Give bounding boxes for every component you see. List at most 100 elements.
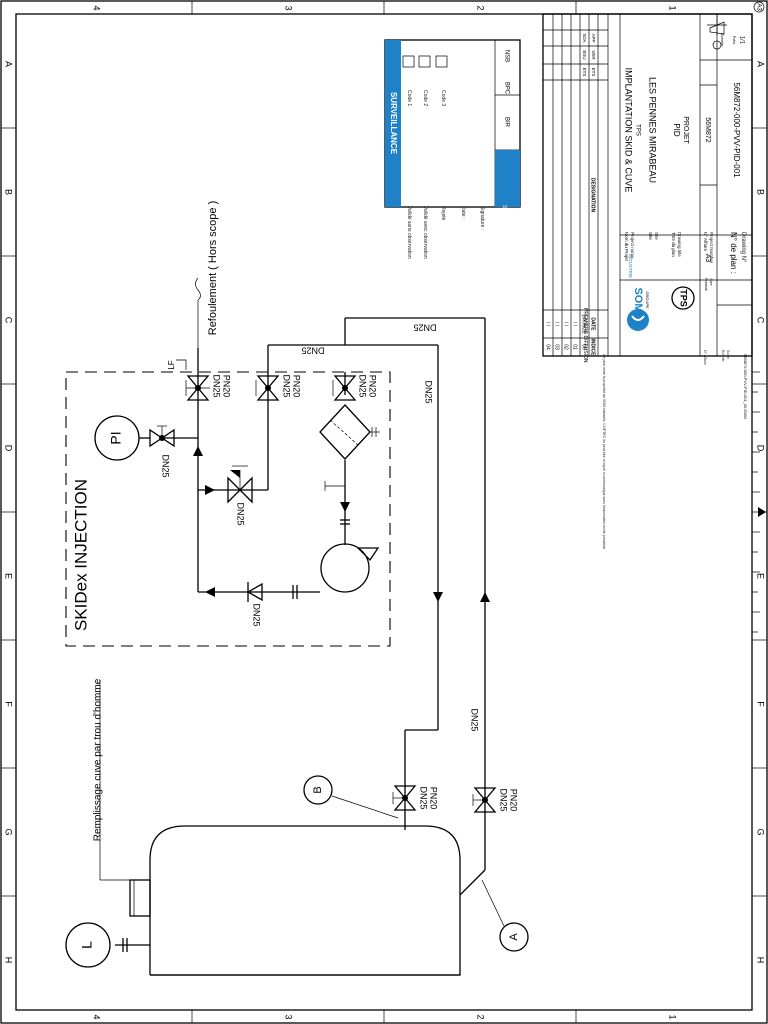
level-indicator-icon (65, 922, 111, 968)
scale-ruler (751, 370, 760, 650)
skid-title: SKIDex INJECTION (71, 479, 90, 631)
pn-label: PN20 (368, 375, 378, 398)
callout-a-label: A (508, 933, 520, 941)
valve-pump-line (332, 375, 357, 401)
surveillance-header-bg (385, 40, 401, 207)
echelle-mini-label: Echelle (721, 350, 725, 362)
project-name: IMPLANTATION SKID & CUVE (624, 68, 634, 193)
statut-value: NSB (503, 50, 509, 62)
pn-label: PN20 (509, 789, 519, 812)
frame-letter-right: E (756, 573, 766, 579)
flow-arrow-icon (433, 592, 443, 602)
callout-b-leader (331, 795, 399, 819)
corner-mark: A3 (755, 3, 761, 11)
dn-label: DN25 (301, 346, 324, 356)
company-name: SOM (632, 287, 644, 312)
statut-label: Statut de la dernière révision (501, 205, 507, 269)
pi-label: PI (108, 431, 124, 444)
code-checkbox[interactable] (435, 55, 448, 68)
dn-label: DN25 (161, 454, 171, 477)
corner-mark-circle (753, 1, 765, 13)
dn-label: DN25 (413, 323, 436, 333)
code-checkbox[interactable] (402, 55, 415, 68)
folio-value: 1/1 (738, 36, 744, 45)
frame-number-bottom: 1 (668, 1014, 678, 1019)
code-checkbox[interactable] (418, 55, 431, 68)
statut-value: BIR (503, 117, 509, 128)
frame-number-bottom: 3 (284, 1014, 294, 1019)
frame-number-top: 2 (476, 5, 486, 10)
rev-header-indice: INDICE (590, 339, 596, 357)
frame-letter-right: H (756, 957, 766, 964)
frame-letter-right: F (756, 701, 766, 707)
callout-a-leader (481, 879, 505, 927)
valve-discharge (185, 375, 210, 401)
remplissage-label: Remplissage cuve par trou d'homme (93, 678, 104, 841)
pn-label: PN20 (222, 375, 232, 398)
plan-label-en: Drawing N° (740, 232, 746, 263)
flow-arrow-icon (340, 502, 350, 512)
frame-letter-right: G (756, 828, 766, 835)
code-label: Code 2 (422, 90, 428, 106)
echelle-label: Echelle (720, 33, 725, 47)
frame-number-top: 3 (284, 5, 294, 10)
format-label-en: Size (709, 278, 714, 287)
surveillance-row: Validé sans observation (406, 206, 412, 259)
frame-letter-left: E (4, 573, 14, 579)
rev-date: / / (554, 322, 560, 327)
company-industrie: INDUSTRIE (628, 254, 633, 278)
rev-index: 03 (554, 344, 560, 350)
dn-label: DN25 (470, 708, 480, 731)
valve-relief-line (255, 375, 280, 401)
relief-valve-icon (227, 465, 253, 504)
code-label: Code 3 (440, 90, 446, 106)
rev-col-ets: ETS (591, 68, 596, 77)
callout-b-label: B (312, 786, 324, 793)
frame-number-top: 1 (668, 5, 678, 10)
break-line (195, 277, 201, 301)
rev-index: 00 (581, 344, 587, 350)
dn-label: DN25 (212, 374, 222, 397)
rev-date: 14/03/22 (581, 314, 587, 334)
property-note: Ce plan reste la propriété de SOM Indust… (602, 354, 606, 549)
manhole-icon (129, 879, 151, 917)
affaire-number: 56M872 (704, 117, 711, 142)
rev-ver: BSU (582, 50, 587, 59)
rev-date: / / (545, 322, 551, 327)
frame-number-top: 4 (92, 5, 102, 10)
refoulement-label: Refoulement ( Hors scope ) (207, 201, 219, 336)
frame-letter-right: C (756, 317, 766, 324)
lf-marker (176, 359, 187, 370)
flow-arrow-icon (480, 592, 490, 602)
rev-date: / / (572, 322, 578, 327)
valve-pi (149, 425, 175, 448)
statut-bg (495, 150, 520, 207)
dn-label: DN25 (236, 502, 246, 525)
project-subtitle: TPS (634, 124, 640, 136)
site-name: LES PENNES MIRABEAU (648, 77, 658, 183)
pump-icon (320, 519, 380, 593)
callout-a-circle (499, 922, 529, 952)
folio-label: Folio (732, 36, 737, 45)
frame-letter-right: A (756, 61, 766, 67)
affaire-label: N° Affaire (703, 232, 708, 251)
plan-number: 56M872-000-PVV-PID-001 (732, 82, 741, 178)
site-label: Site (648, 232, 653, 240)
tps-logo-circle (671, 286, 695, 310)
rev-ets: ETS (582, 68, 587, 77)
drawing-subtitle: PROJET (682, 116, 689, 144)
rev-index: 02 (563, 344, 569, 350)
check-valve-icon (246, 582, 298, 602)
surveillance-box: SURVEILLANCE Validé sans observation Val… (384, 39, 521, 269)
format-label: Format (704, 278, 709, 292)
pn-label: PN20 (429, 787, 439, 810)
frame-letter-right: D (756, 445, 766, 452)
frame-letter-left: F (4, 701, 14, 707)
frame-letter-left: A (4, 61, 14, 67)
frame-letter-left: C (4, 317, 14, 324)
surveillance-row: Date : (460, 206, 466, 219)
dn-label: DN25 (358, 374, 368, 397)
valve-tank-outlet (472, 787, 497, 813)
